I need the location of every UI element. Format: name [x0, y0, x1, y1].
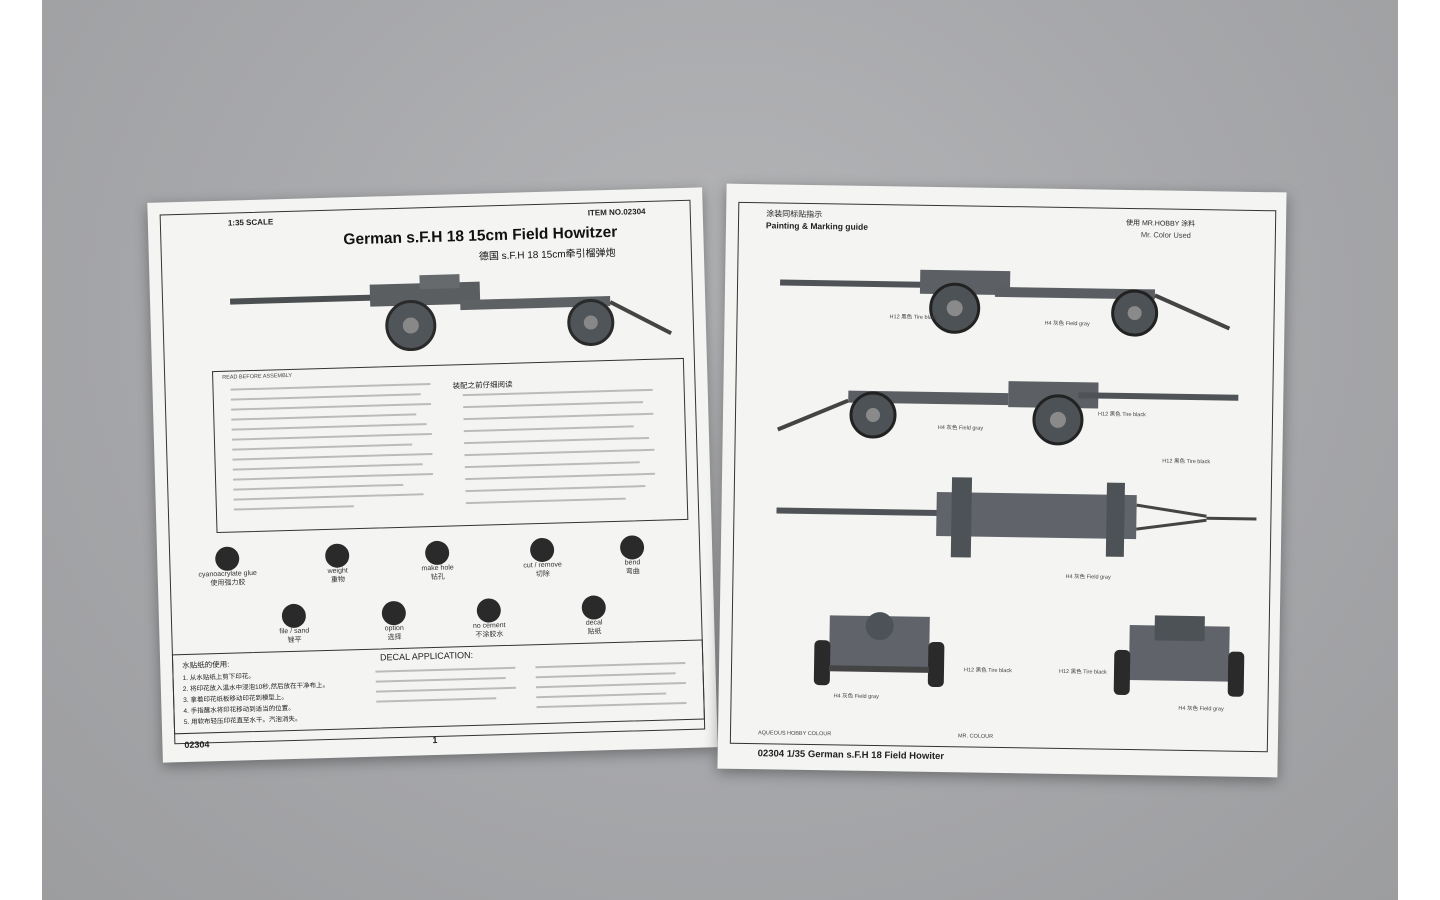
- guide-title-cn: 涂装同标贴指示: [766, 209, 823, 220]
- instruction-sheet-left: 1:35 SCALE ITEM NO.02304 German s.F.H 18…: [147, 187, 718, 763]
- howitzer-rear-view: [1113, 615, 1245, 697]
- callout-tire-black: H12 黑色 Tire black: [889, 314, 938, 321]
- decal-icon: [581, 595, 607, 620]
- callout-tire-black: H12 黑色 Tire black: [1162, 458, 1211, 466]
- painting-guide-sheet-right: 涂装同标贴指示 Painting & Marking guide 使用 MR.H…: [717, 183, 1287, 778]
- callout-tire-black: H12 黑色 Tire black: [1058, 668, 1107, 676]
- howitzer-front-view: [813, 612, 945, 688]
- icon-bend: bend 弯曲: [592, 534, 673, 577]
- icon-no-cement: no cement 不涂胶水: [448, 597, 529, 640]
- guide-title: Painting & Marking guide: [765, 220, 869, 232]
- callout-field-gray: H4 灰色 Field gray: [937, 424, 984, 432]
- guide-footer: 02304 1/35 German s.F.H 18 Field Howiter: [757, 748, 945, 763]
- scale-label: 1:35 SCALE: [227, 217, 274, 228]
- callout-field-gray: H4 灰色 Field gray: [1044, 320, 1090, 328]
- footer-code: 02304: [184, 739, 210, 751]
- decal-heading-cn: 水贴纸的使用:: [182, 659, 230, 671]
- weight-icon: [324, 543, 350, 569]
- callout-field-gray: H4 灰色 Field gray: [1065, 574, 1111, 581]
- legend-aqueous: AQUEOUS HOBBY COLOUR: [757, 730, 832, 738]
- read-before-heading-cn: 装配之前仔细阅读: [452, 379, 513, 391]
- glue-icon: [214, 546, 240, 572]
- decal-step-cn: 1. 从水贴纸上剪下印花。: [182, 673, 255, 683]
- icon-make-hole: make hole 钻孔: [397, 540, 478, 583]
- callout-tire-black: H12 黑色 Tire black: [963, 667, 1012, 675]
- howitzer-top-view: [776, 477, 1257, 558]
- item-number: ITEM NO.02304: [587, 206, 646, 218]
- callout-field-gray: H4 灰色 Field gray: [833, 693, 879, 701]
- icon-decal: decal 贴纸: [553, 594, 634, 637]
- drill-icon: [424, 540, 450, 566]
- icon-cut: cut / remove 切除: [502, 537, 583, 580]
- icon-glue: cyanoacrylate glue 使用强力胶: [187, 546, 268, 589]
- page-number: 1: [432, 734, 438, 746]
- question-icon: [381, 600, 407, 626]
- bend-icon: [619, 535, 645, 560]
- howitzer-right-side-view: [780, 269, 1231, 337]
- icon-weight: weight 重物: [297, 543, 378, 586]
- callout-field-gray: H4 灰色 Field gray: [1178, 705, 1224, 713]
- icon-option: option 选择: [354, 600, 435, 643]
- icon-file-sand: file / sand 锉平: [254, 603, 335, 646]
- paint-brand: Mr. Color Used: [1140, 230, 1191, 240]
- legend-mr-colour: MR. COLOUR: [957, 733, 994, 740]
- howitzer-side-illustration: [229, 274, 673, 352]
- paint-brand-cn: 使用 MR.HOBBY 涂料: [1125, 219, 1196, 229]
- no-cement-icon: [476, 598, 502, 623]
- cut-icon: [529, 537, 555, 563]
- callout-tire-black: H12 黑色 Tire black: [1098, 411, 1146, 419]
- file-icon: [281, 603, 307, 629]
- howitzer-left-side-view: [777, 381, 1239, 446]
